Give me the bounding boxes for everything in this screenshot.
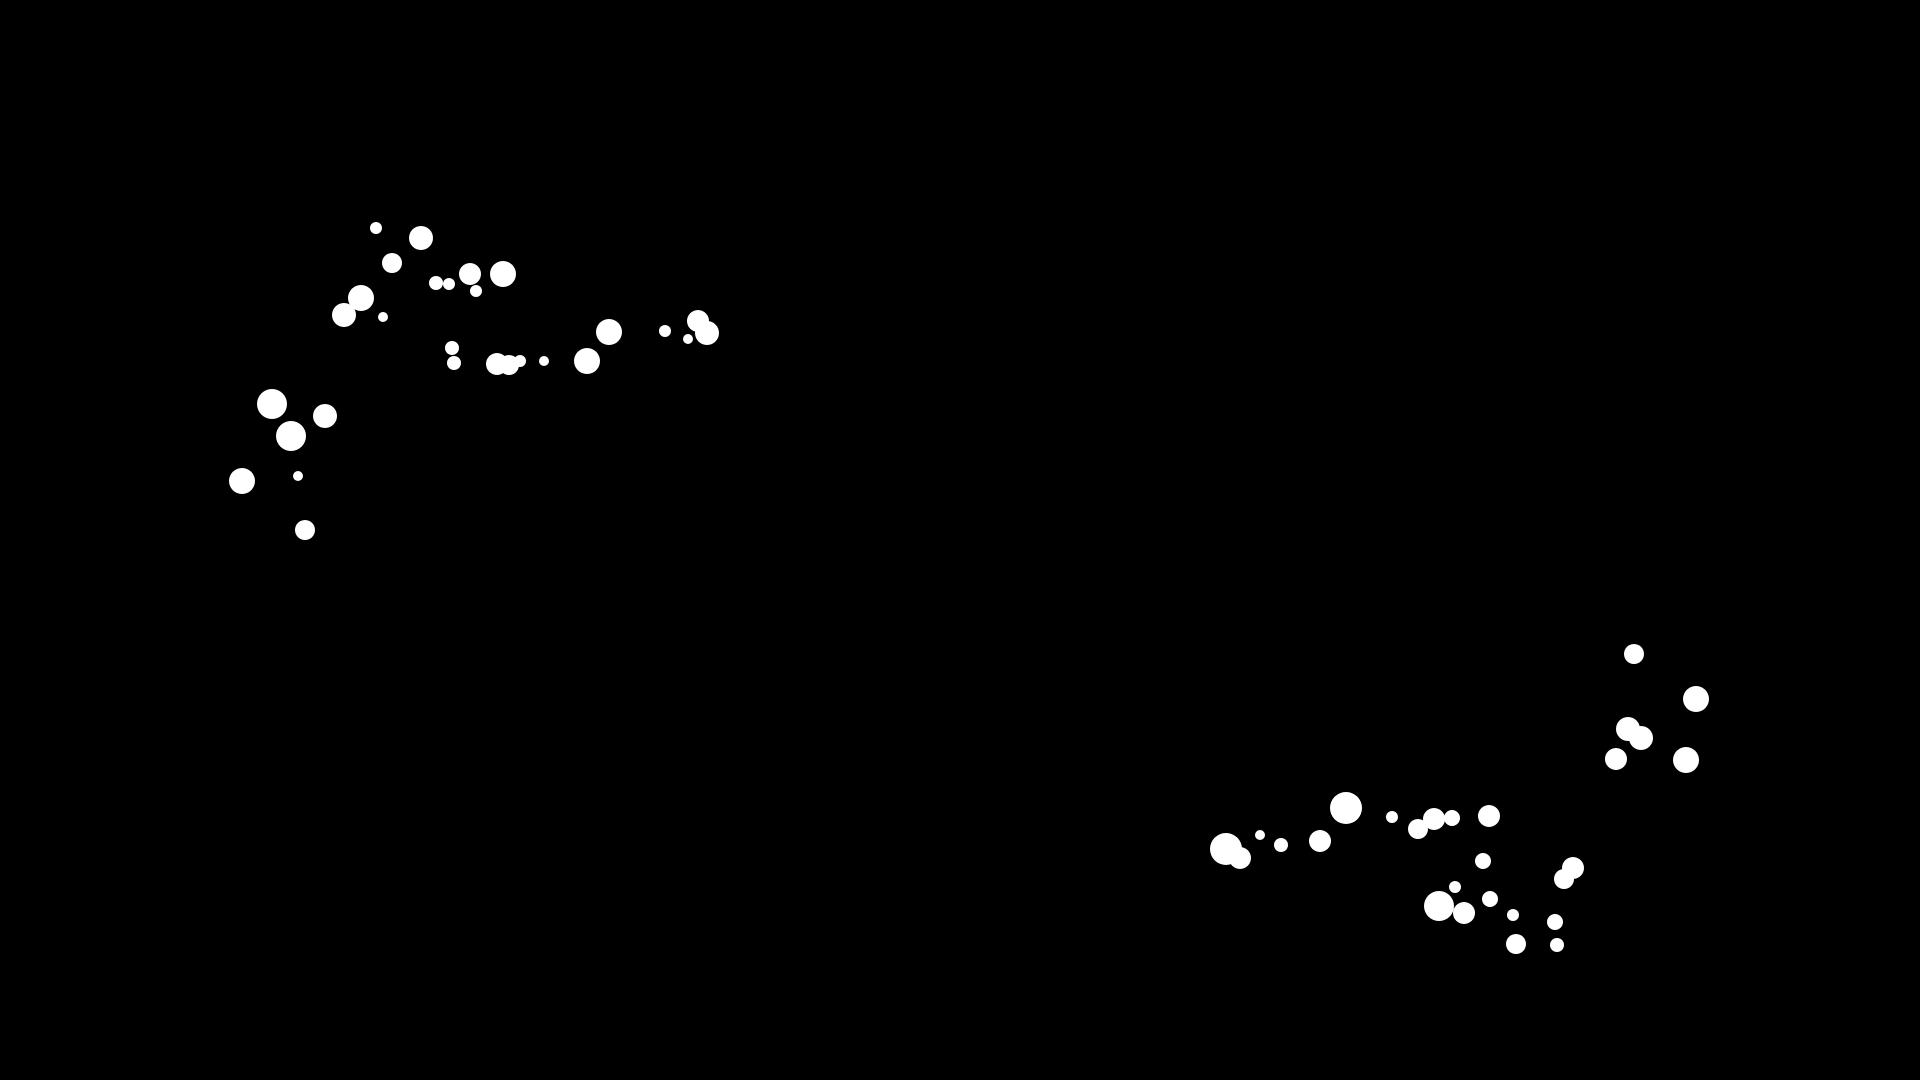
dot — [382, 253, 402, 273]
dot — [313, 404, 337, 428]
dot — [332, 303, 356, 327]
dot — [257, 389, 287, 419]
dot — [378, 312, 388, 322]
dot — [293, 471, 303, 481]
dot — [443, 278, 455, 290]
dot — [695, 321, 719, 345]
dot — [1475, 853, 1491, 869]
dot — [409, 226, 433, 250]
dot — [1478, 805, 1500, 827]
dot — [1550, 938, 1564, 952]
dot — [1423, 808, 1445, 830]
dot — [574, 348, 600, 374]
dot — [276, 421, 306, 451]
dot — [1309, 830, 1331, 852]
dot — [490, 261, 516, 287]
dot — [429, 276, 443, 290]
dot — [1229, 847, 1251, 869]
dot — [1482, 891, 1498, 907]
dot — [1673, 747, 1699, 773]
dot — [659, 325, 671, 337]
dot — [1424, 891, 1454, 921]
dot — [1453, 902, 1475, 924]
dot — [459, 263, 481, 285]
dot — [1554, 869, 1574, 889]
dot — [1506, 934, 1526, 954]
dot — [1629, 726, 1653, 750]
dot — [1507, 909, 1519, 921]
cluster-lower-right — [1210, 644, 1709, 954]
dot — [370, 222, 382, 234]
dot — [229, 468, 255, 494]
dot — [1444, 810, 1460, 826]
dot — [1449, 881, 1461, 893]
dot — [1255, 830, 1265, 840]
dot — [1274, 838, 1288, 852]
dot — [1386, 811, 1398, 823]
dot — [499, 355, 519, 375]
dot — [1624, 644, 1644, 664]
cluster-upper-left — [229, 222, 719, 540]
dot — [470, 285, 482, 297]
dot — [596, 319, 622, 345]
dot — [295, 520, 315, 540]
dot — [514, 355, 526, 367]
dot — [1330, 792, 1362, 824]
dot — [1683, 686, 1709, 712]
dot — [1605, 748, 1627, 770]
dot — [1408, 819, 1428, 839]
dot — [1547, 914, 1563, 930]
dot — [445, 341, 459, 355]
dot — [348, 285, 374, 311]
dot — [539, 356, 549, 366]
dot — [683, 334, 693, 344]
dot — [447, 356, 461, 370]
